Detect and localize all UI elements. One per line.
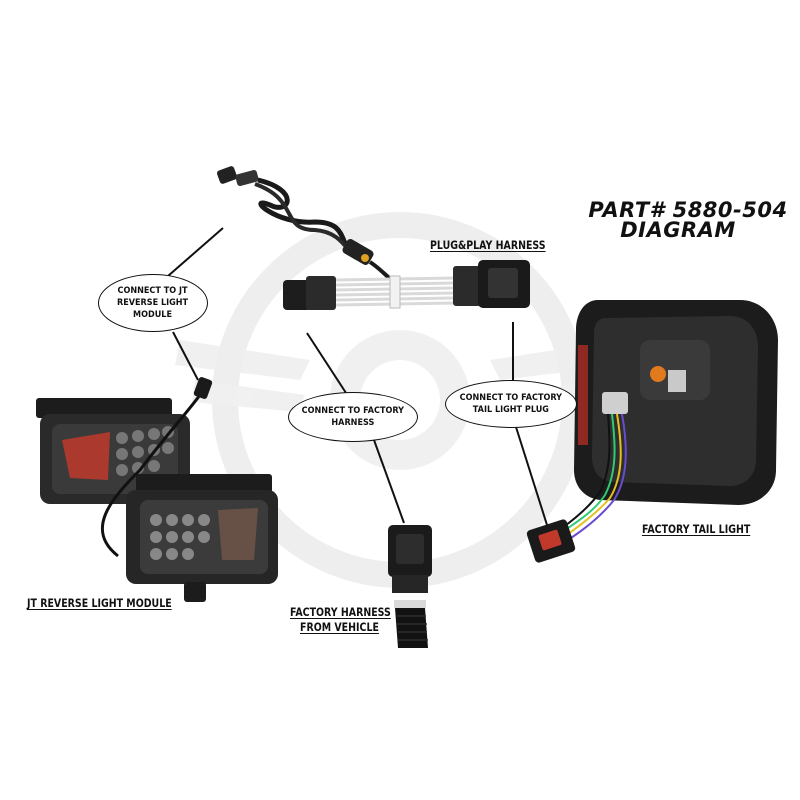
label-factory-harness-line2: FROM VEHICLE: [300, 620, 379, 634]
callout-tail-light-plug: CONNECT TO FACTORY TAIL LIGHT PLUG: [445, 380, 577, 428]
leader-bubble-to-module: [172, 331, 199, 381]
leader-tail-bubble-to-plug: [515, 426, 548, 526]
callout-reverse-module: CONNECT TO JT REVERSE LIGHT MODULE: [98, 274, 208, 332]
callout-factory-harness: CONNECT TO FACTORY HARNESS: [288, 392, 418, 442]
callout-tail-light-plug-text: CONNECT TO FACTORY TAIL LIGHT PLUG: [459, 393, 563, 415]
diagram-title-line2: DIAGRAM: [620, 218, 736, 242]
diagram-title-line1: PART# 5880-504: [588, 198, 788, 222]
label-plug-play-harness: PLUG&PLAY HARNESS: [430, 238, 546, 252]
callout-reverse-module-text: CONNECT TO JT REVERSE LIGHT MODULE: [117, 286, 189, 320]
leader-harness-to-bubble: [167, 227, 224, 277]
leader-harness-to-factory-bubble: [306, 332, 349, 397]
label-factory-harness-line1: FACTORY HARNESS: [290, 605, 391, 619]
callout-factory-harness-text: CONNECT TO FACTORY HARNESS: [301, 406, 405, 428]
leader-factory-bubble-to-plug: [373, 439, 405, 524]
label-factory-tail-light: FACTORY TAIL LIGHT: [642, 522, 751, 536]
label-jt-reverse-module: JT REVERSE LIGHT MODULE: [27, 596, 172, 610]
